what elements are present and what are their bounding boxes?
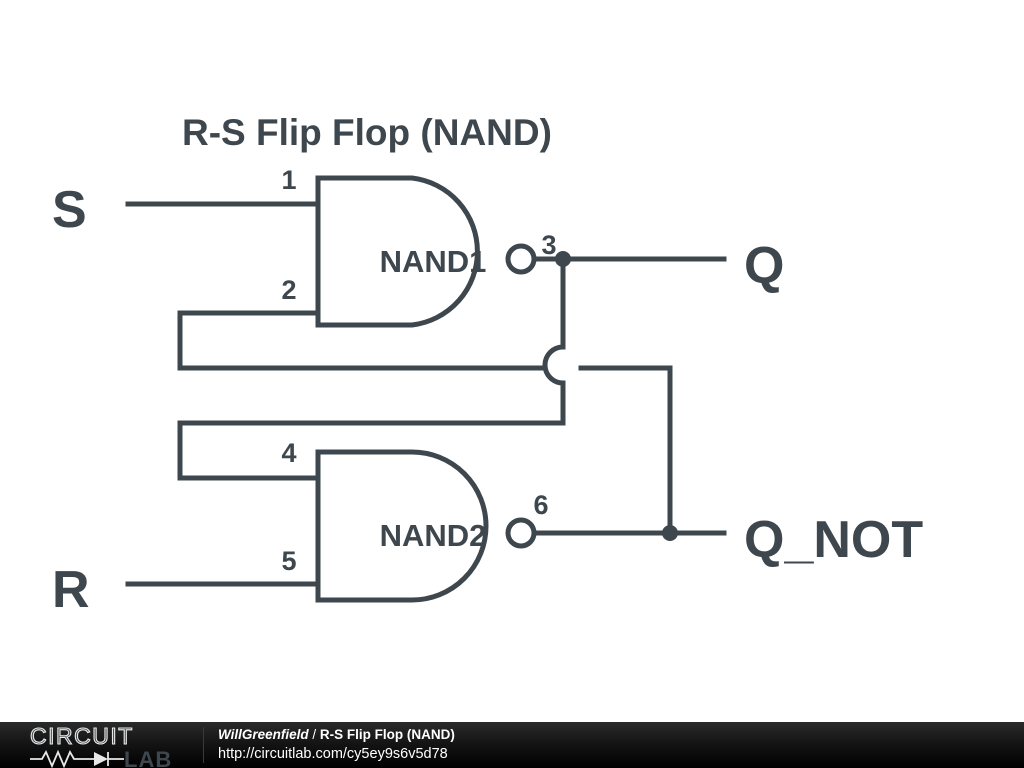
port-label-q: Q	[744, 237, 784, 295]
schematic-canvas[interactable]: R-S Flip Flop (NAND) NAND1 NAND2	[0, 0, 1024, 722]
diode-bar-icon	[107, 752, 124, 766]
port-label-r: R	[52, 561, 90, 619]
footer-separator: /	[308, 727, 320, 742]
wire-nand2-feedback-to-nand1-pin2[interactable]	[177, 310, 548, 371]
footer-bar: CIRCUIT LAB WillGreenfield / R-S Flip Fl…	[0, 722, 1024, 768]
pin-label-1: 1	[281, 165, 296, 195]
nand1-inversion-bubble-icon	[505, 243, 537, 275]
pin-label-5: 5	[281, 546, 296, 576]
wire-nand2-feedback-right-segment[interactable]	[578, 365, 673, 536]
footer-project-name: R-S Flip Flop (NAND)	[319, 727, 455, 742]
nand1-gate-body[interactable]	[315, 175, 480, 328]
nand2-label: NAND2	[380, 518, 487, 553]
nand1-label: NAND1	[380, 244, 487, 279]
logo-text-lab: LAB	[124, 747, 172, 768]
diode-triangle-icon	[94, 752, 108, 766]
port-label-s: S	[52, 181, 87, 239]
footer-url[interactable]: http://circuitlab.com/cy5ey9s6v5d78	[218, 746, 448, 762]
port-label-q-not: Q_NOT	[744, 511, 923, 569]
footer-text-block: WillGreenfield / R-S Flip Flop (NAND) ht…	[218, 725, 455, 764]
pin-label-2: 2	[281, 275, 296, 305]
logo-text-circuit: CIRCUIT	[30, 724, 134, 749]
pin-label-4: 4	[281, 438, 296, 468]
footer-attribution-line: WillGreenfield / R-S Flip Flop (NAND)	[218, 725, 455, 744]
pin-label-3: 3	[541, 230, 556, 260]
junction-dot-qnot	[662, 525, 678, 541]
wire-nand1-feedback-to-nand2-pin4[interactable]	[177, 380, 566, 481]
footer-username: WillGreenfield	[218, 727, 309, 742]
nand2-inversion-bubble-icon	[505, 517, 537, 549]
circuit-schematic[interactable]: R-S Flip Flop (NAND) NAND1 NAND2	[0, 0, 1024, 722]
schematic-title: R-S Flip Flop (NAND)	[182, 112, 552, 153]
resistor-symbol-icon	[30, 749, 94, 768]
wire-hop-arc	[542, 344, 564, 386]
circuitlab-logo-icon[interactable]: CIRCUIT LAB	[28, 724, 198, 768]
footer-divider	[203, 727, 204, 763]
junction-dot-q	[555, 251, 571, 267]
pin-label-6: 6	[533, 490, 548, 520]
nand2-gate-body[interactable]	[315, 449, 489, 603]
